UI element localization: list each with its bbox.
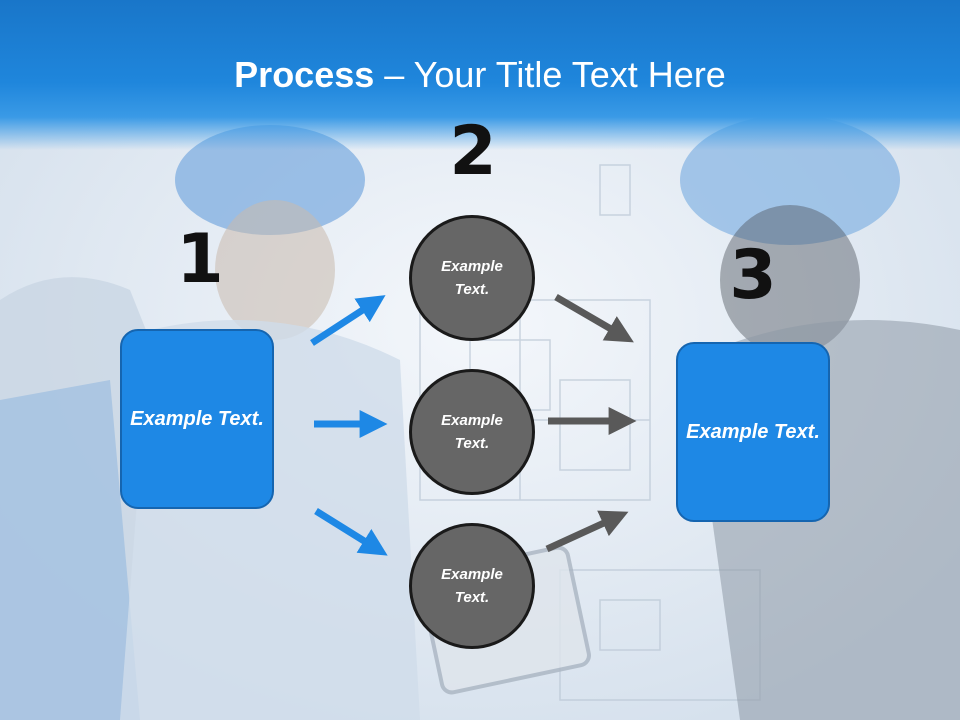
title-separator: –: [374, 54, 414, 95]
step-number-1: 1: [176, 220, 224, 299]
step-2-circle-middle[interactable]: Example Text.: [409, 369, 535, 495]
step-3-box-text: Example Text.: [686, 420, 820, 443]
step-number-2: 2: [449, 112, 497, 191]
circle-middle-text: Example Text.: [441, 412, 503, 452]
step-3-box[interactable]: Example Text.: [676, 342, 830, 522]
step-1-box-text: Example Text.: [130, 407, 264, 430]
slide-title: Process – Your Title Text Here: [0, 52, 960, 98]
step-2-circle-bottom[interactable]: Example Text.: [409, 523, 535, 649]
title-bar: [0, 0, 960, 150]
circle-top-text: Example Text.: [441, 258, 503, 298]
title-bold: Process: [234, 54, 375, 95]
title-rest: Your Title Text Here: [413, 54, 726, 95]
step-1-box[interactable]: Example Text.: [120, 329, 274, 509]
circle-bottom-text: Example Text.: [441, 566, 503, 606]
step-number-3: 3: [729, 236, 777, 315]
step-2-circle-top[interactable]: Example Text.: [409, 215, 535, 341]
